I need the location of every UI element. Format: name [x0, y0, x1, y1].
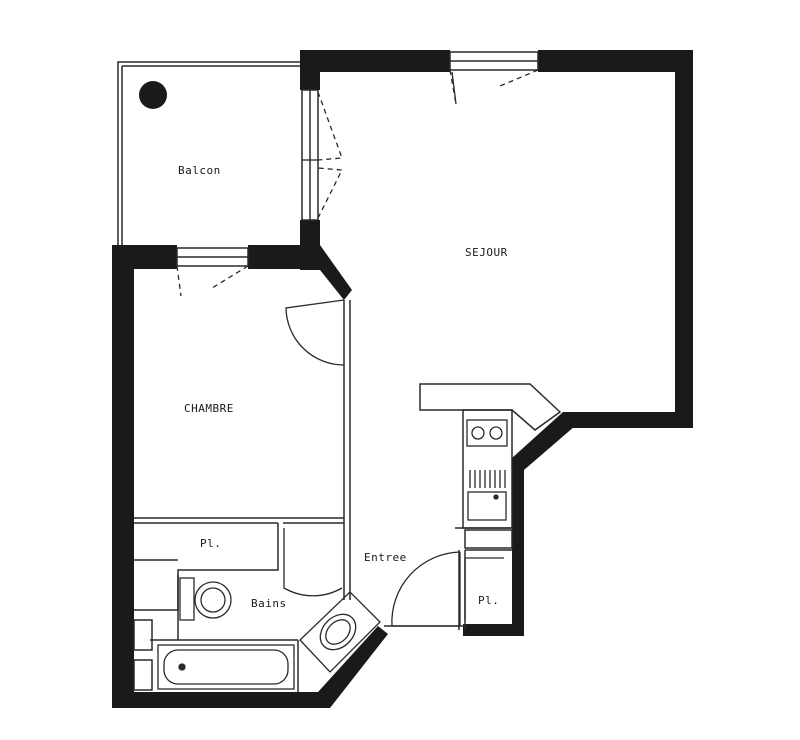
washbasin: [319, 613, 357, 651]
small-box-2: [133, 659, 153, 691]
wall-sejour-top-left: [300, 50, 450, 72]
kitchen-counter-top: [419, 383, 562, 431]
interior-lines: [117, 51, 562, 692]
chambre-window-swing-1: [176, 265, 182, 297]
cooktop: [466, 419, 508, 447]
kitchen-lower: [464, 529, 513, 549]
balcony-outline: [117, 61, 300, 245]
sink-drain: [493, 494, 499, 500]
wall-diagonal-kitchen: [512, 412, 575, 470]
toilet-bowl-inner: [200, 587, 226, 613]
wall-placard-bottom: [463, 624, 524, 636]
balcony-door-swing-2: [317, 167, 344, 219]
burner-2: [489, 426, 503, 440]
balcony-door-swing-1: [317, 91, 343, 161]
wall-diagonal-chambre: [300, 245, 352, 300]
drainboard: [469, 470, 506, 488]
label-placard-entree: Pl.: [478, 594, 499, 607]
toilet-tank: [179, 577, 195, 621]
toilet-bowl: [194, 581, 232, 619]
sejour-window-leaf: [451, 71, 457, 105]
wall-diagonal-bath: [318, 626, 388, 708]
wall-bottom: [112, 692, 330, 708]
label-chambre: CHAMBRE: [184, 402, 234, 415]
wall-sejour-left-upper: [300, 50, 320, 90]
entree-door-arc: [391, 551, 461, 627]
wall-kitchen-right: [512, 458, 524, 636]
label-sejour: SEJOUR: [465, 246, 508, 259]
label-placard-chambre: Pl.: [200, 537, 221, 550]
kitchen-sink: [467, 491, 507, 521]
bath-door-arc: [283, 528, 343, 597]
chambre-door-arc: [285, 299, 345, 366]
placard-chambre-outline: [134, 523, 279, 611]
wall-sejour-right: [675, 50, 693, 428]
label-balcon: Balcon: [178, 164, 221, 177]
bathtub-drain: [178, 663, 186, 671]
placard-entree-door: [464, 557, 504, 620]
kitchen-counter: [462, 409, 513, 529]
wall-sejour-top-right: [538, 50, 693, 72]
fixtures: [139, 81, 508, 690]
burner-1: [471, 426, 485, 440]
walls: [112, 50, 693, 708]
wall-chambre-left: [112, 245, 134, 707]
label-entree: Entree: [364, 551, 407, 564]
washbasin-inner: [325, 619, 351, 645]
balcony-plant: [139, 81, 167, 109]
doors: [176, 69, 539, 627]
label-bains: Bains: [251, 597, 287, 610]
wall-sejour-bottom: [563, 412, 693, 428]
chambre-window-swing-2: [211, 265, 249, 289]
small-box-1: [133, 619, 153, 651]
bathtub-inner: [163, 649, 289, 685]
bathtub: [157, 644, 295, 690]
washbasin-counter: [299, 591, 381, 673]
sejour-window-swing: [449, 69, 539, 105]
